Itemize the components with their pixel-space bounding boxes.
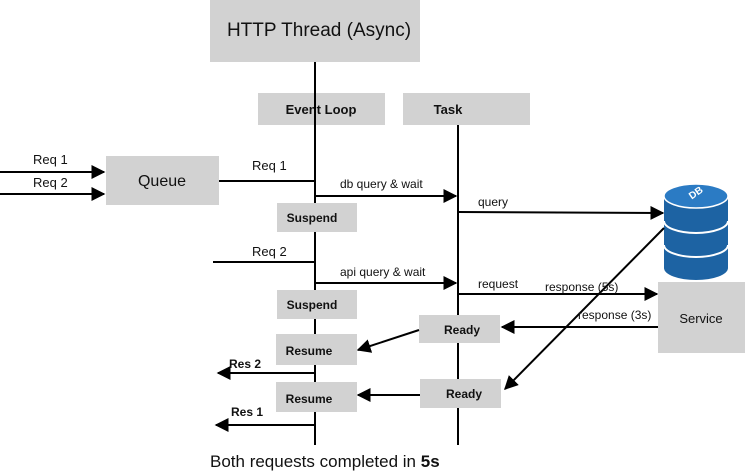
- suspend-box-1: [277, 203, 357, 232]
- suspend-label-1: Suspend: [287, 211, 338, 225]
- caption-emphasis: 5s: [421, 452, 440, 471]
- event-loop-header-box: [258, 93, 385, 125]
- ready-label-2: Ready: [446, 387, 482, 401]
- incoming-req2-label: Req 2: [33, 175, 68, 190]
- api-query-label: api query & wait: [340, 265, 426, 279]
- resume-label-1: Resume: [286, 344, 333, 358]
- resume-box-2: [276, 382, 357, 412]
- request-label: request: [478, 277, 519, 291]
- ready-label-1: Ready: [444, 323, 480, 337]
- loop-req1-label: Req 1: [252, 158, 287, 173]
- ready1-to-resume1-arrow: [356, 329, 420, 353]
- ready-box-2: [420, 379, 501, 408]
- resume-box-1: [276, 334, 357, 365]
- suspend-label-2: Suspend: [287, 298, 338, 312]
- resume-label-2: Resume: [286, 392, 333, 406]
- caption-text: Both requests completed in: [210, 452, 421, 471]
- query-to-db-arrow: [457, 205, 665, 220]
- queue-box: [106, 156, 219, 205]
- ready-box-1: [419, 315, 500, 343]
- res1-label: Res 1: [231, 405, 263, 419]
- db-to-ready2-arrow: [504, 227, 665, 390]
- event-loop-header: Event Loop: [286, 102, 357, 117]
- service-label: Service: [679, 311, 722, 326]
- title-box: [210, 0, 420, 62]
- task-header-box: [403, 93, 530, 125]
- incoming-req1-label: Req 1: [33, 152, 68, 167]
- res2-label: Res 2: [229, 357, 261, 371]
- caption: Both requests completed in 5s: [210, 452, 440, 471]
- query-label: query: [478, 195, 508, 209]
- response-3s-label: response (3s): [578, 308, 651, 322]
- response-5s-label: response (5s): [545, 280, 618, 294]
- task-header: Task: [434, 102, 463, 117]
- service-box: [658, 282, 745, 353]
- suspend-box-2: [277, 290, 357, 319]
- loop-req2-label: Req 2: [252, 244, 287, 259]
- diagram-title: HTTP Thread (Async): [227, 20, 411, 41]
- db-query-label: db query & wait: [340, 177, 423, 191]
- database-icon: DB: [663, 183, 729, 280]
- queue-label: Queue: [138, 173, 186, 190]
